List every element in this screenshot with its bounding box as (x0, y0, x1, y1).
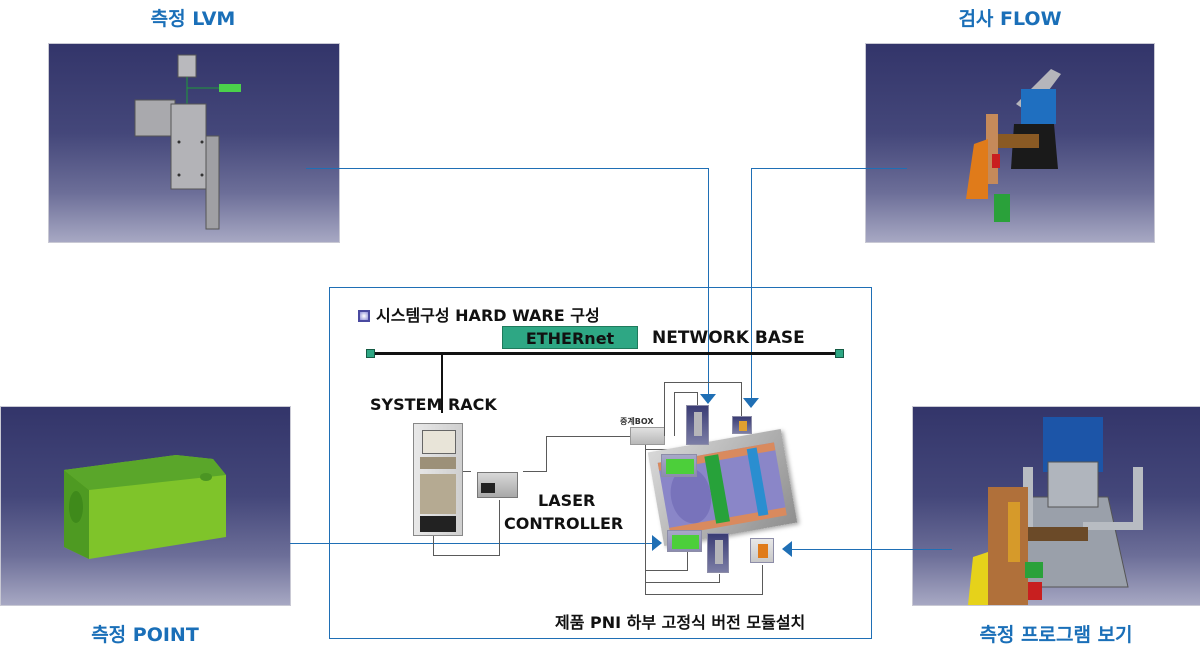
system-rack-label: SYSTEM RACK (370, 395, 497, 414)
network-base-label: NETWORK BASE (652, 328, 805, 348)
thumb-lvm-top (686, 405, 709, 445)
flow-connector-vertical (751, 168, 752, 398)
controller-to-relay-wire-h2 (546, 436, 630, 437)
controller-label: CONTROLLER (504, 514, 624, 533)
relay-wire-green-bottom (645, 570, 687, 571)
hardware-config-title-text: 시스템구성 HARD WARE 구성 (376, 306, 600, 325)
relay-wire-inner-top (674, 392, 698, 393)
relay-wire-green-bottom-v (687, 552, 688, 571)
lvm-title: 측정 LVM (150, 8, 236, 30)
square-bullet-icon (358, 310, 370, 322)
relay-wire-inner-v (674, 392, 675, 436)
thumb-point-bottom (667, 530, 702, 552)
lvm-image-panel (48, 43, 340, 243)
controller-to-relay-wire-v (546, 436, 547, 472)
relay-box-image (630, 427, 665, 445)
hardware-config-frame (329, 287, 872, 639)
measurement-point-cad-model (64, 455, 226, 559)
controller-bottom-wire (499, 500, 500, 556)
thumb-flow-top (732, 416, 752, 434)
measurement-program-image-panel (912, 406, 1200, 606)
program-arrow-icon (782, 541, 792, 557)
point-connector-horizontal (290, 543, 652, 544)
hardware-config-title: 시스템구성 HARD WARE 구성 (358, 302, 600, 326)
lvm-cad-model (134, 54, 241, 230)
rack-bottom-wire (433, 536, 434, 555)
flow-connector-horizontal (751, 168, 907, 169)
inspection-flow-image-panel (865, 43, 1155, 243)
controller-to-relay-wire-h1 (523, 471, 546, 472)
inspection-flow-title: 검사 FLOW (958, 8, 1062, 30)
measurement-point-title: 측정 POINT (91, 624, 199, 646)
measurement-point-image-panel (0, 406, 291, 606)
point-arrow-icon (652, 535, 662, 551)
lvm-connector-vertical (708, 168, 709, 394)
laser-controller-image (477, 472, 518, 498)
relay-wire-outer-down (741, 382, 742, 416)
ethernet-label: ETHERnet (502, 326, 638, 349)
relay-wire-program-bottom (645, 594, 763, 595)
relay-main-drop (645, 445, 646, 595)
measurement-program-cad-model (968, 417, 1143, 605)
measurement-program-title: 측정 프로그램 보기 (979, 624, 1133, 646)
relay-wire-lvm-bottom-v (719, 574, 720, 583)
lvm-arrow-icon (700, 394, 716, 404)
rack-drop-line (441, 353, 443, 413)
relay-wire-outer-v (664, 382, 665, 436)
thumb-program-bottom (750, 538, 774, 563)
system-rack-image (413, 423, 463, 536)
laser-label: LASER (538, 491, 596, 510)
relay-wire-outer-top (664, 382, 742, 383)
network-bus-line (371, 352, 841, 355)
thumb-lvm-bottom (707, 533, 729, 573)
relay-wire-program-bottom-v (762, 565, 763, 595)
relay-wire-lvm-bottom (645, 582, 720, 583)
rack-bottom-wire-h (433, 555, 499, 556)
inspection-flow-cad-model (966, 69, 1061, 222)
module-caption: 제품 PNI 하부 고정식 버전 모듈설치 (555, 613, 806, 632)
bus-node-right (835, 349, 844, 358)
relay-box-label: 중계BOX (620, 417, 654, 426)
relay-wire-inner-down (697, 392, 698, 406)
thumb-point-top (661, 454, 697, 477)
program-connector-horizontal (792, 549, 952, 550)
flow-arrow-icon (743, 398, 759, 408)
bus-node-left (366, 349, 375, 358)
rack-to-controller-wire (463, 471, 471, 472)
lvm-connector-horizontal (306, 168, 709, 169)
